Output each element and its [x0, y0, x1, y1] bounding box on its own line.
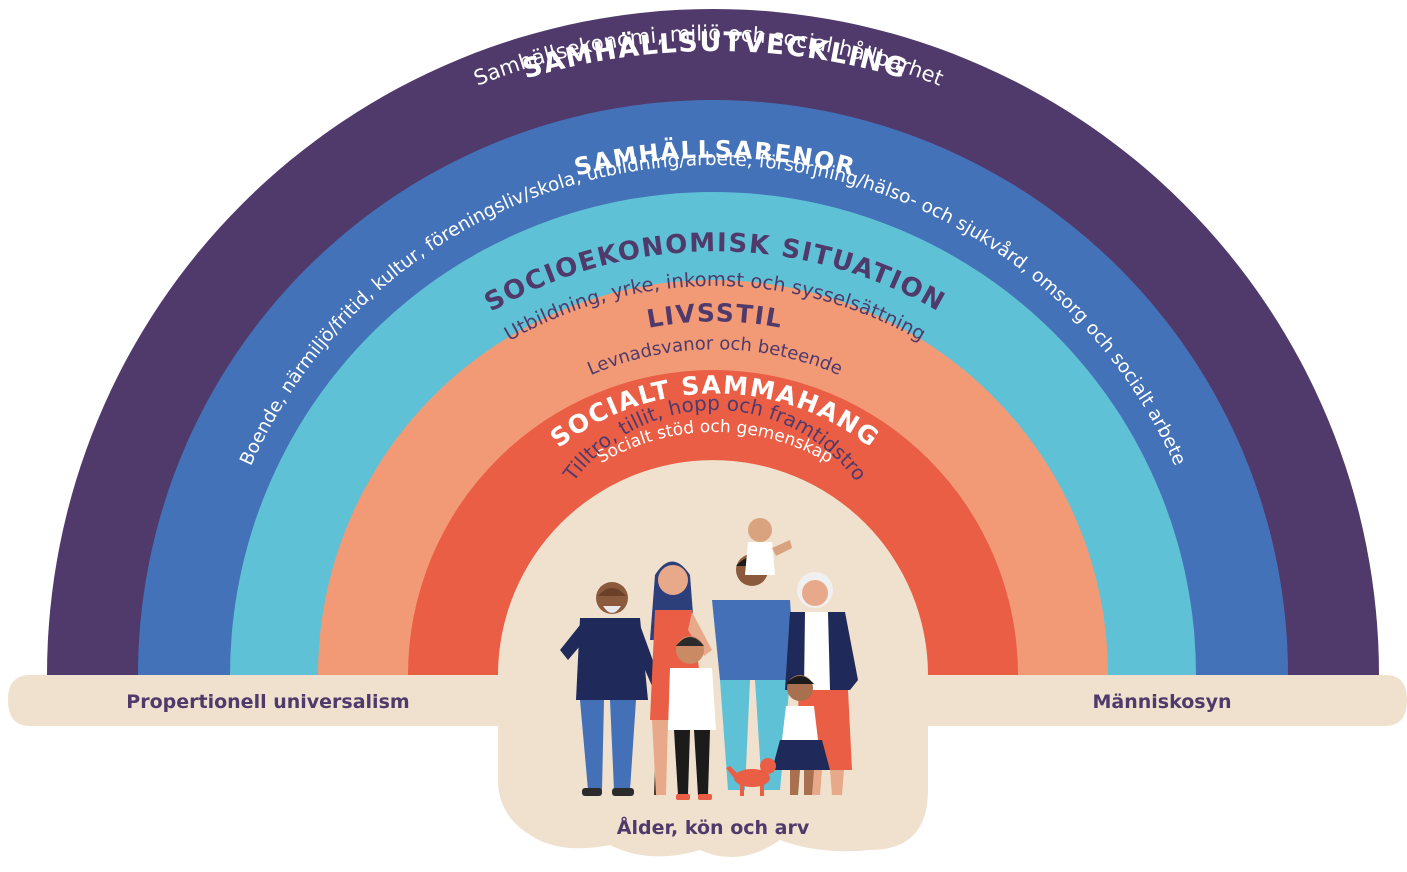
core-bottom-text: Ålder, kön och arv: [617, 815, 810, 839]
girl-figure: [772, 675, 830, 795]
family-group-icon: [560, 518, 858, 800]
base-label-left: Propertionell universalism: [126, 691, 409, 713]
boy-figure: [668, 636, 716, 800]
dog-figure: [726, 758, 776, 796]
base-label-right: Människosyn: [1092, 691, 1231, 713]
